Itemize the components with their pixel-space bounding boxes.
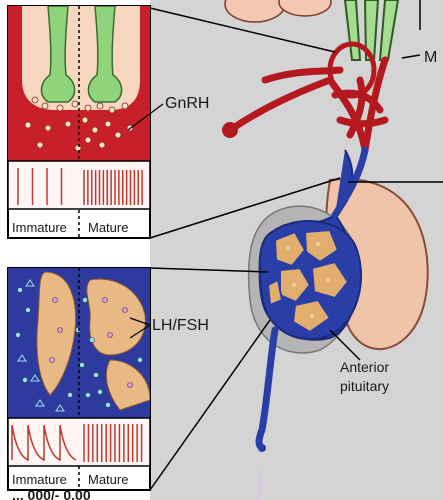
label-anterior: Anterior — [340, 359, 389, 375]
label-lhfsh: LH/FSH — [152, 317, 209, 334]
lh-immature-trace — [11, 424, 77, 462]
gnrh-pointer — [127, 103, 164, 131]
cut-off-caption: ... 000/- 0.00 — [12, 487, 91, 500]
hormone-granules — [15, 287, 143, 408]
lh-pulse-trace — [11, 424, 143, 462]
label-immature-top: Immature — [12, 220, 67, 235]
label-pituitary: pituitary — [340, 378, 389, 394]
portal-vein — [255, 326, 279, 452]
hypothalamus-lobe-2 — [278, 0, 332, 17]
label-gnrh: GnRH — [165, 95, 209, 112]
stalk-neurons — [343, 0, 400, 61]
lhfsh-pointer — [129, 317, 151, 326]
label-m-partial: M — [424, 49, 437, 66]
faint-vessel — [254, 469, 263, 500]
label-mature-bottom: Mature — [88, 472, 128, 487]
triangle-granules — [17, 279, 65, 412]
gnrh-granules — [24, 96, 134, 152]
hypophyseal-loop — [327, 41, 377, 99]
gnrh-neuron-icons — [40, 6, 123, 103]
label-immature-bottom: Immature — [12, 472, 67, 487]
lhfsh-inset-panel — [7, 267, 151, 491]
anterior-pituitary — [258, 146, 369, 341]
gnrh-pulse-trace — [17, 168, 143, 205]
artery-end — [222, 122, 238, 138]
label-mature-top: Mature — [88, 220, 128, 235]
gonadotroph-cells — [36, 271, 150, 411]
vein-end — [258, 444, 266, 452]
connector-lines — [149, 0, 443, 491]
lhfsh-pointer-2 — [129, 324, 151, 339]
gnrh-inset-panel — [7, 5, 151, 239]
